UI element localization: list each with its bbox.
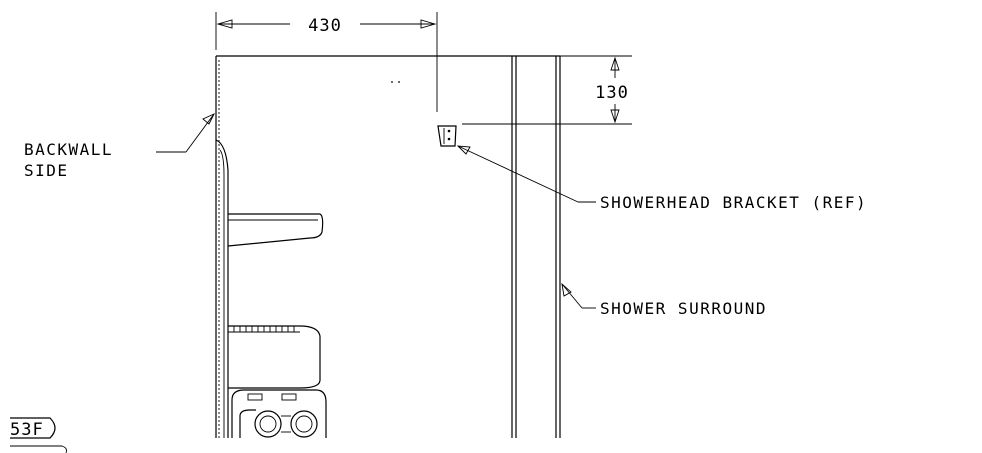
bracket-leader [456,145,596,203]
backwall-panel [215,55,560,438]
showerhead-bracket [437,125,457,147]
backwall-leader [156,113,215,153]
view-tag-label: 53F [10,420,44,440]
backwall-side-label-line1: BACKWALL [24,140,113,159]
surround-leader [561,282,596,309]
tray-ribs [233,326,295,332]
showerhead-bracket-label: SHOWERHEAD BRACKET (REF) [600,193,867,212]
shower-surround [511,56,561,438]
backwall-side-label-line2: SIDE [24,161,69,180]
width-dimension: 430 [215,12,438,112]
height-dimension-value: 130 [595,83,629,103]
shower-surround-label: SHOWER SURROUND [600,299,767,318]
valve-assembly [231,389,327,438]
side-wall-recess [215,139,229,438]
height-dimension: 130 [462,55,632,125]
shelf [227,213,324,247]
view-tag: 53F [10,417,67,453]
lower-tray [228,325,321,389]
width-dimension-value: 430 [308,16,342,36]
